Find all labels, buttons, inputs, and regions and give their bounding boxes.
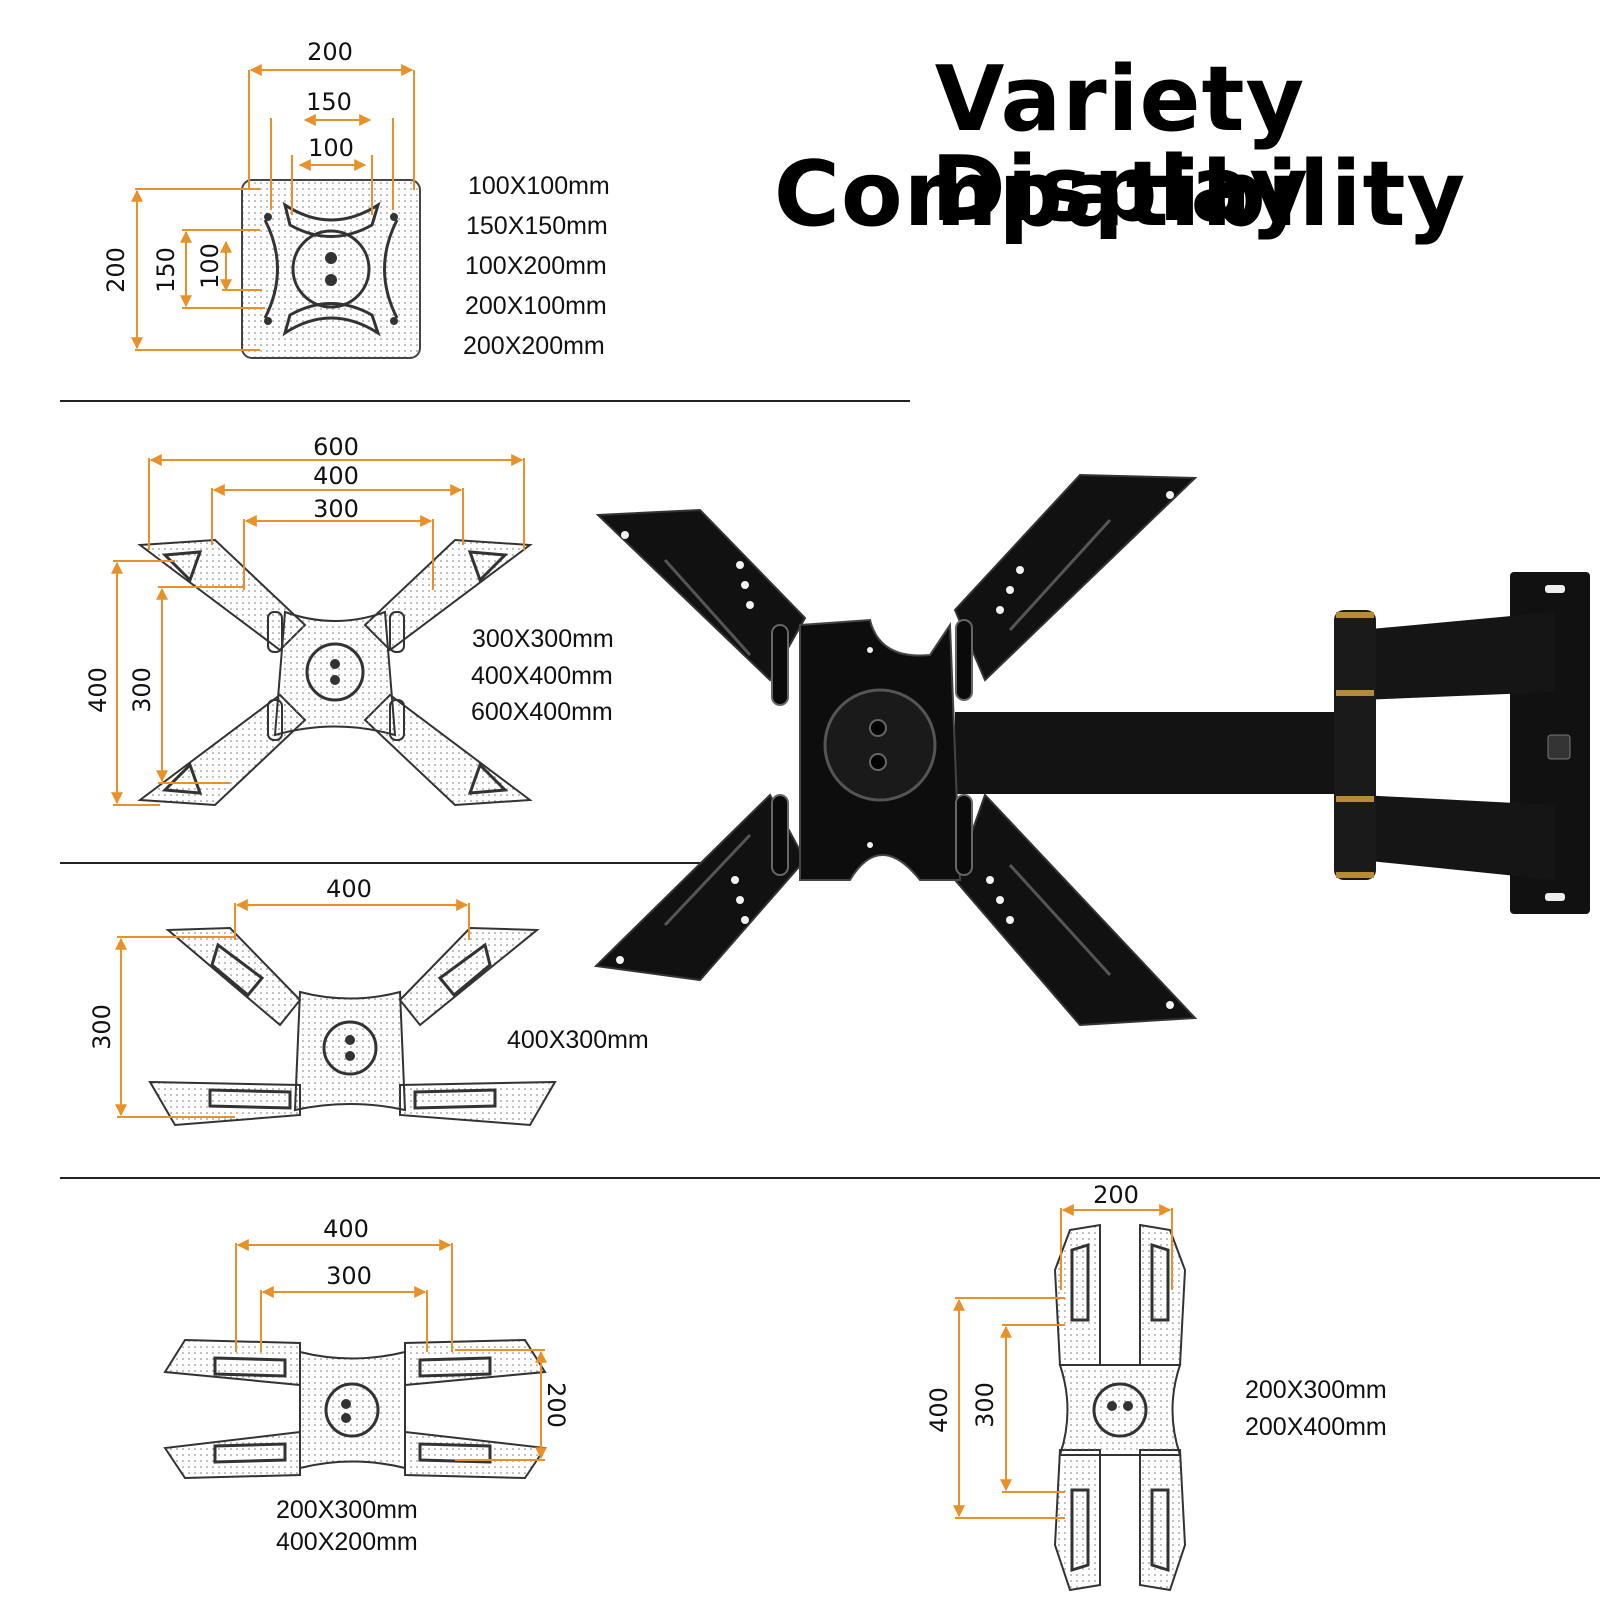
- dim-label: 400: [313, 462, 359, 490]
- dim-label: 200: [1093, 1181, 1139, 1209]
- dimension-lines-wide-200: [235, 1239, 547, 1461]
- plate-sketch-tall: [1053, 1223, 1187, 1592]
- spec-label: 400X300mm: [507, 1026, 649, 1054]
- dim-label: 150: [306, 88, 352, 116]
- dim-label: 400: [323, 1215, 369, 1243]
- dim-label: 600: [313, 433, 359, 461]
- title-line-2: Compatibility: [773, 142, 1467, 247]
- spec-label: 100X200mm: [465, 252, 607, 280]
- spec-label: 600X400mm: [471, 698, 613, 726]
- plate-sketch-x: [137, 538, 533, 807]
- spec-label: 400X400mm: [471, 662, 613, 690]
- title-line-1: Variety Display: [930, 47, 1310, 242]
- dim-label: 300: [971, 1382, 999, 1428]
- separator-2: [60, 862, 700, 864]
- dim-label: 400: [326, 875, 372, 903]
- separator-3: [60, 1177, 1600, 1179]
- spec-label: 200X400mm: [1245, 1413, 1387, 1441]
- spec-label: 200X300mm: [276, 1496, 418, 1524]
- dim-label: 200: [542, 1382, 570, 1428]
- spec-label: 200X300mm: [1245, 1376, 1387, 1404]
- dim-label: 100: [196, 243, 224, 289]
- spec-label: 300X300mm: [472, 625, 614, 653]
- dim-label: 150: [152, 247, 180, 293]
- tv-mount-product: [593, 473, 1590, 1027]
- plate-sketch-small: [241, 179, 421, 359]
- dimension-lines-x: [111, 454, 525, 806]
- dimension-lines-wide-300: [115, 899, 470, 1118]
- plate-sketch-wide-200: [163, 1338, 547, 1480]
- spec-label: 100X100mm: [468, 172, 610, 200]
- dim-label: 300: [313, 495, 359, 523]
- dim-label: 200: [307, 38, 353, 66]
- dim-label: 100: [308, 134, 354, 162]
- spec-label: 200X200mm: [463, 332, 605, 360]
- dim-label: 300: [326, 1262, 372, 1290]
- plate-sketch-wide-300: [148, 926, 557, 1127]
- dim-label: 200: [102, 247, 130, 293]
- dimension-lines-small: [131, 64, 415, 351]
- spec-label: 400X200mm: [276, 1528, 418, 1556]
- spec-label: 200X100mm: [465, 292, 607, 320]
- dim-label: 400: [925, 1387, 953, 1433]
- dimension-lines-tall: [953, 1204, 1173, 1519]
- dim-label: 300: [128, 667, 156, 713]
- separator-1: [60, 400, 910, 402]
- dim-label: 300: [88, 1004, 116, 1050]
- dim-label: 400: [84, 667, 112, 713]
- spec-label: 150X150mm: [466, 212, 608, 240]
